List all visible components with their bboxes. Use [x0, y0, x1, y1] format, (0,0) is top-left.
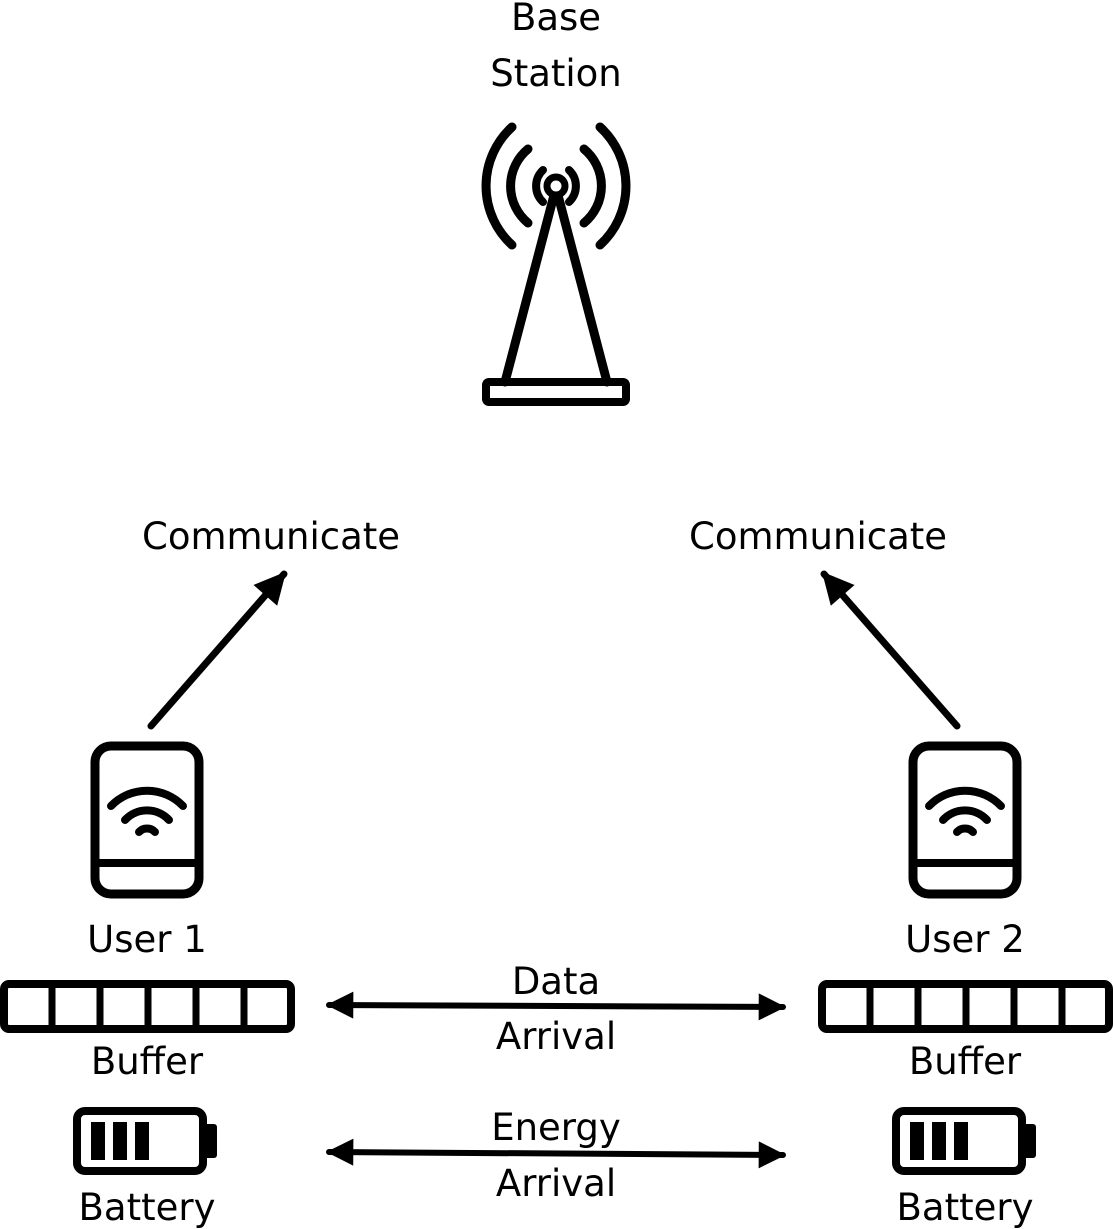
user1-battery-label: Battery [79, 1186, 216, 1229]
user1-communicate-arrow [147, 570, 288, 730]
user2-communicate-arrow [820, 570, 961, 730]
energy-arrival-label-line2: Arrival [496, 1162, 616, 1205]
base-station-label-line2: Station [490, 52, 622, 95]
data-arrival-label-line1: Data [512, 960, 600, 1003]
user2-battery-icon [892, 1107, 1036, 1175]
cell-tower-icon [481, 122, 631, 406]
data-arrival-arrow [326, 991, 786, 1021]
base-station-label-line1: Base [511, 0, 601, 39]
energy-arrival-label-line1: Energy [491, 1106, 621, 1149]
user2-name: User 2 [905, 918, 1025, 961]
user2-buffer-icon [818, 980, 1113, 1033]
energy-arrival-arrow [326, 1138, 786, 1169]
user1-buffer-icon [0, 980, 295, 1033]
user1-name: User 1 [87, 918, 207, 961]
user2-buffer-label: Buffer [909, 1040, 1022, 1083]
data-arrival-label-line2: Arrival [496, 1015, 616, 1058]
user1-communicate-label: Communicate [142, 515, 400, 558]
user2-smartphone-icon [908, 741, 1022, 899]
user1-buffer-label: Buffer [91, 1040, 204, 1083]
user1-smartphone-icon [90, 741, 204, 899]
user2-battery-label: Battery [897, 1186, 1034, 1229]
user1-battery-icon [73, 1107, 217, 1175]
user2-communicate-label: Communicate [689, 515, 947, 558]
